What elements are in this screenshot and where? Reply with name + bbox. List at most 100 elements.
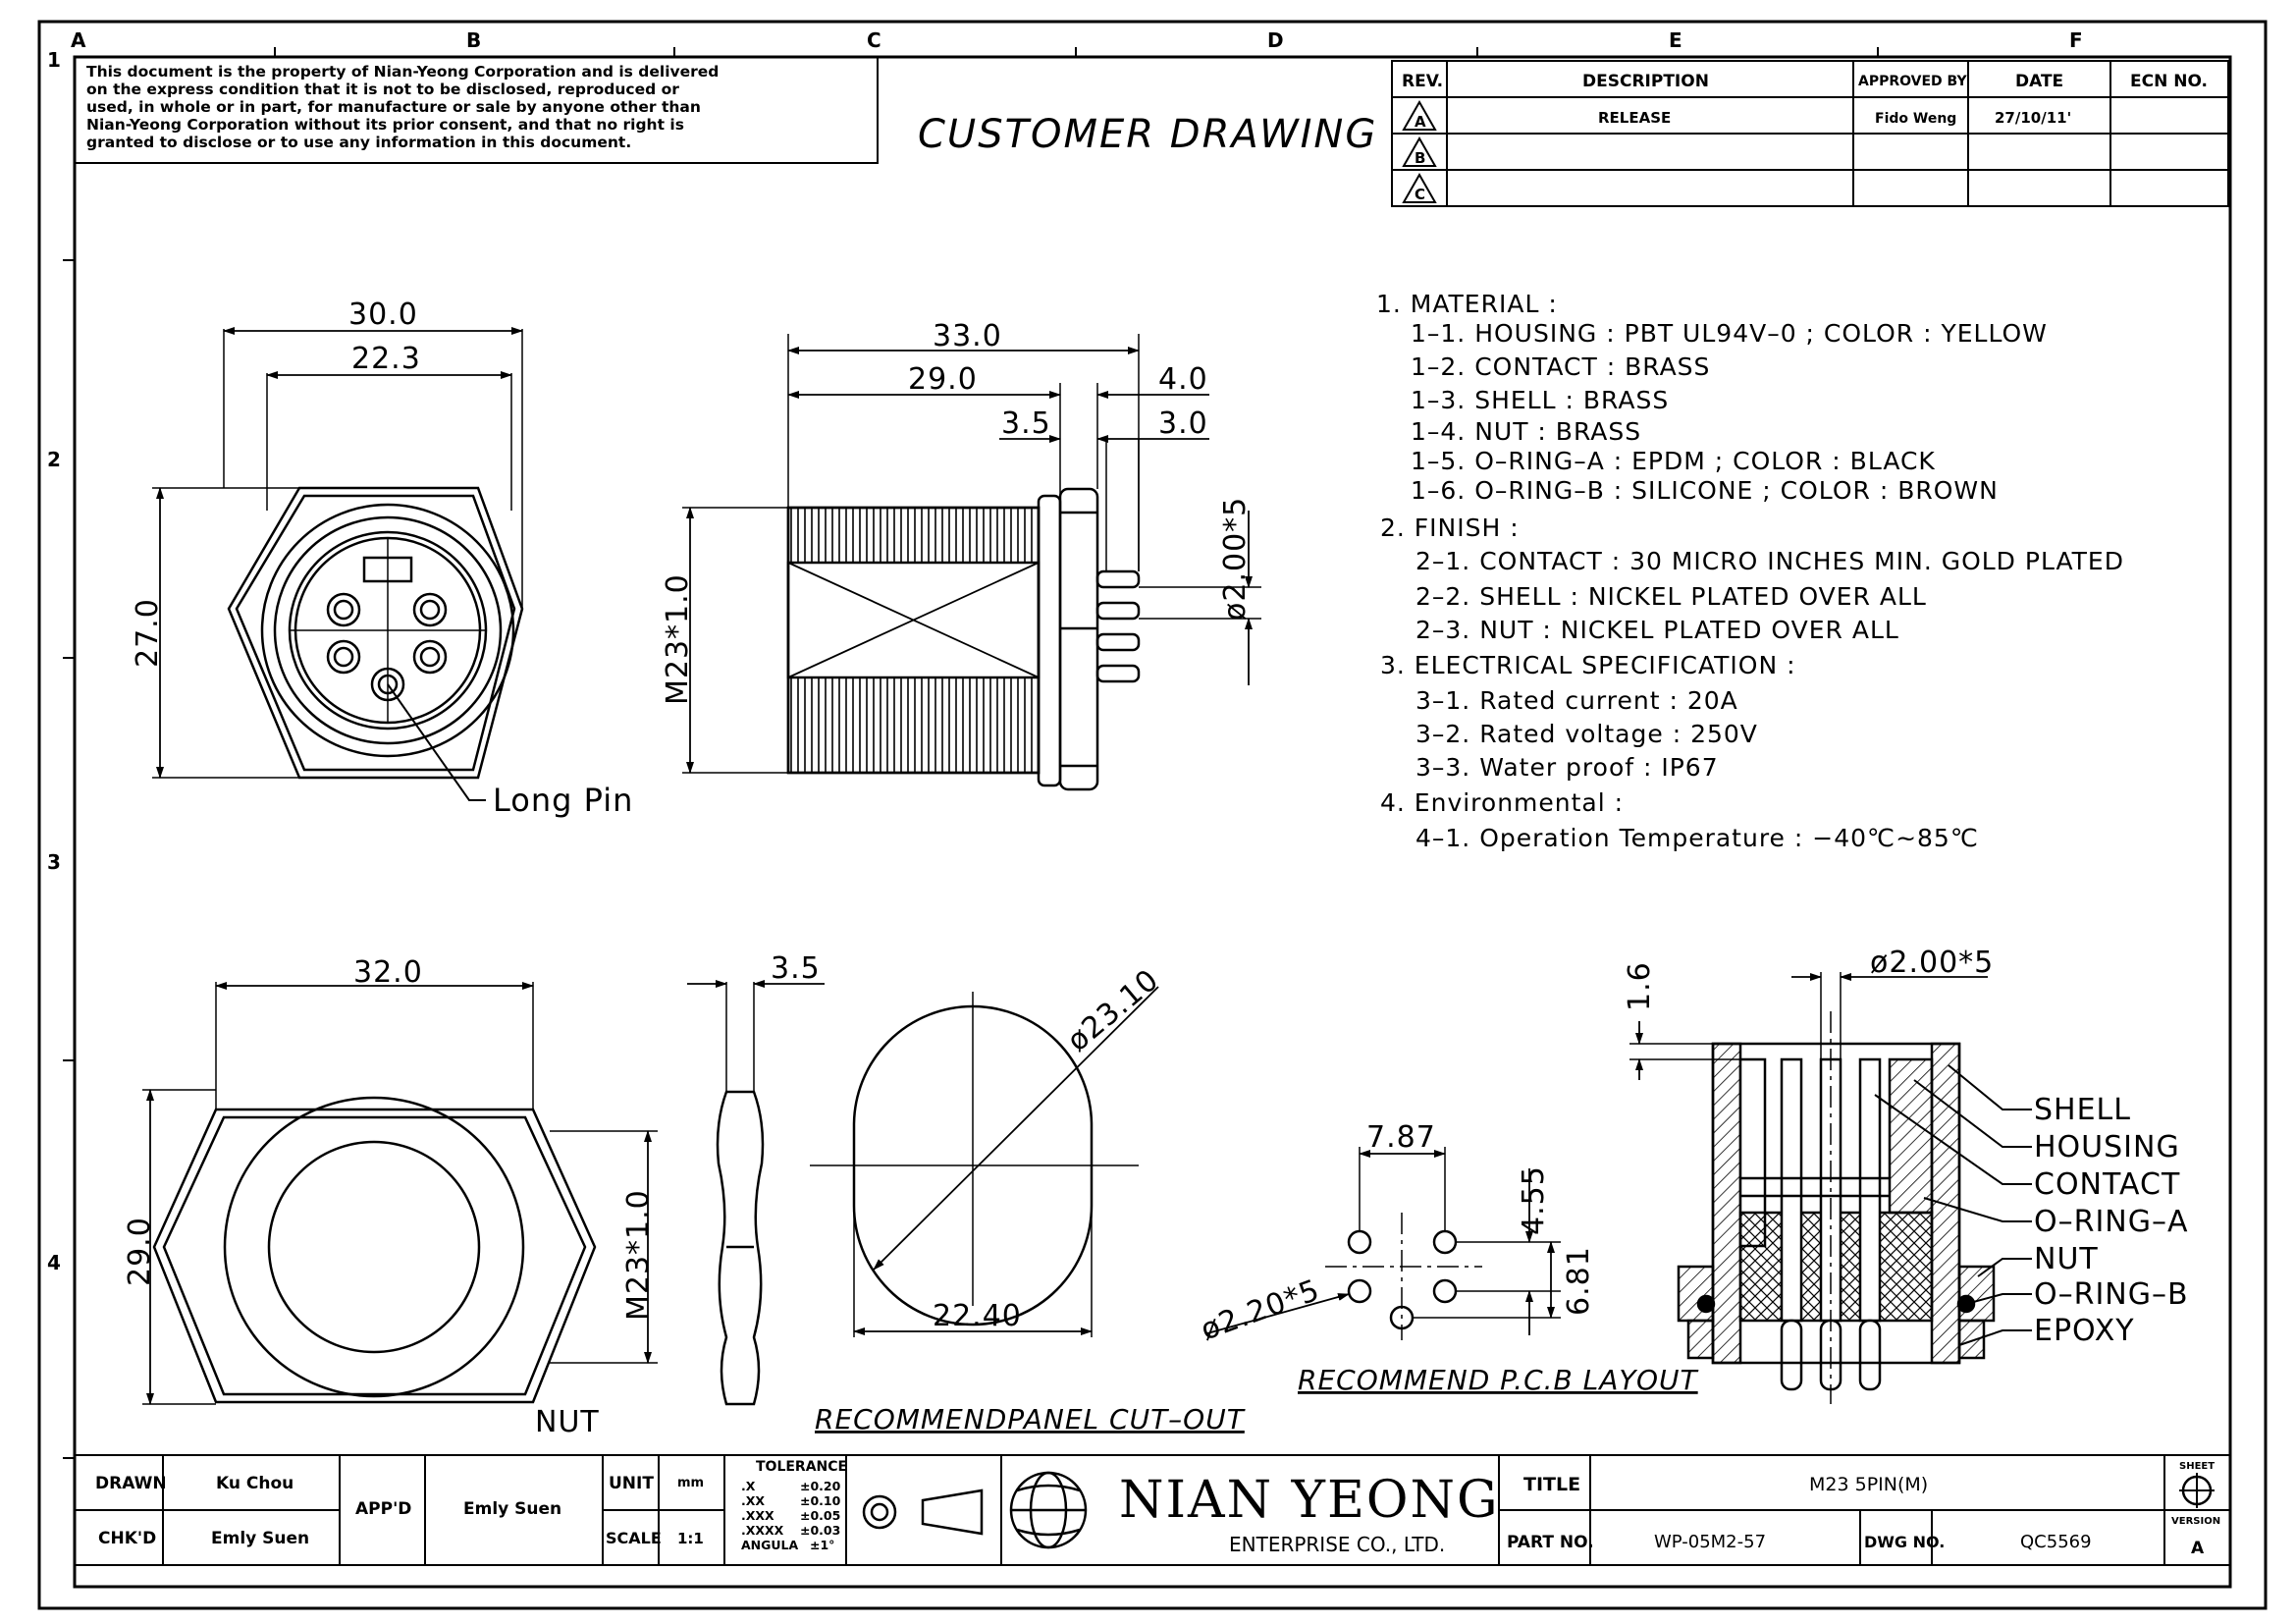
rev-a-date: 27/10/11'	[1995, 109, 2071, 127]
revision-table	[1391, 60, 2229, 207]
callout-shell: SHELL	[2034, 1093, 2131, 1127]
spec-line-14: 3–2. Rated voltage : 250V	[1415, 720, 1758, 748]
zone-col-c: C	[867, 28, 881, 52]
tb-tol-k3: .XXX	[741, 1508, 774, 1523]
rev-a-description: RELEASE	[1598, 109, 1671, 127]
spec-line-3: 1–2. CONTACT : BRASS	[1411, 352, 1710, 381]
tb-tol-v5: ±1°	[810, 1538, 834, 1552]
spec-line-8: 2. FINISH :	[1380, 514, 1520, 542]
nut-side-view	[687, 980, 825, 1406]
tb-tol-k5: ANGULA	[741, 1538, 799, 1552]
tb-scale-label: SCALE	[606, 1529, 662, 1547]
disclaimer-line-2: on the express condition that it is not …	[86, 81, 679, 98]
zone-col-a: A	[71, 28, 86, 52]
side-dim-total: 33.0	[933, 319, 1002, 353]
spec-line-6: 1–5. O–RING–A : EPDM ; COLOR : BLACK	[1411, 447, 1936, 475]
callout-contact: CONTACT	[2034, 1167, 2180, 1202]
disclaimer-line-5: granted to disclose or to use any inform…	[86, 134, 631, 151]
tb-tol-k1: .X	[741, 1479, 756, 1493]
rev-header-ecn: ECN NO.	[2130, 72, 2208, 91]
border-zones: A B C D E F 1 2 3 4	[47, 28, 2083, 1459]
pcb-dim-hole: ø2.20*5	[1197, 1272, 1325, 1347]
title-block	[74, 1454, 2231, 1566]
side-dim-pin-dia: ø2.00*5	[1218, 497, 1253, 621]
tb-version-label: VERSION	[2171, 1516, 2220, 1527]
spec-line-2: 1–1. HOUSING : PBT UL94V–0 ; COLOR : YEL…	[1411, 319, 2048, 348]
pcb-dim-x: 7.87	[1366, 1120, 1436, 1155]
tb-chkd-label: CHK'D	[98, 1529, 156, 1548]
zone-col-d: D	[1267, 28, 1284, 52]
spec-line-7: 1–6. O–RING–B : SILICONE ; COLOR : BROWN	[1411, 476, 1999, 505]
tb-drawn-label: DRAWN	[95, 1474, 167, 1493]
spec-line-17: 4–1. Operation Temperature : −40℃~85℃	[1415, 824, 1979, 852]
rev-header-description: DESCRIPTION	[1582, 72, 1709, 91]
zone-row-3: 3	[47, 850, 61, 874]
spec-line-9: 2–1. CONTACT : 30 MICRO INCHES MIN. GOLD…	[1415, 547, 2124, 575]
tb-tol-k2: .XX	[741, 1493, 765, 1508]
tb-tol-v3: ±0.05	[800, 1508, 840, 1523]
nut-dim-thickness: 3.5	[771, 951, 821, 986]
side-dim-thread-size: M23*1.0	[661, 573, 695, 705]
tb-unit-value: mm	[677, 1476, 704, 1490]
callout-epoxy: EPOXY	[2034, 1314, 2135, 1348]
zone-row-2: 2	[47, 448, 61, 471]
zone-row-4: 4	[47, 1251, 61, 1274]
cutout-dim-flat: 22.40	[933, 1299, 1022, 1333]
rev-a-letter: A	[1415, 113, 1426, 131]
pcb-label: RECOMMEND P.C.B LAYOUT	[1298, 1364, 1699, 1396]
tb-unit-label: UNIT	[609, 1474, 654, 1493]
front-dim-height: 27.0	[131, 598, 165, 668]
front-dim-inner-width: 22.3	[351, 342, 421, 376]
tb-appd-label: APP'D	[355, 1499, 411, 1519]
nut-label: NUT	[535, 1405, 600, 1439]
callout-oring-a: O–RING–A	[2034, 1205, 2189, 1239]
tb-company: NIAN YEONG	[1119, 1471, 1500, 1530]
nut-dim-thread: M23*1.0	[621, 1189, 656, 1321]
spec-line-5: 1–4. NUT : BRASS	[1411, 417, 1641, 446]
front-long-pin-callout: Long Pin	[493, 782, 633, 819]
tb-chkd-by: Emly Suen	[211, 1529, 309, 1548]
front-view	[152, 327, 524, 801]
zone-col-e: E	[1669, 28, 1682, 52]
tb-title-label: TITLE	[1523, 1474, 1580, 1495]
tb-company-sub: ENTERPRISE CO., LTD.	[1229, 1533, 1445, 1556]
callout-housing: HOUSING	[2034, 1130, 2180, 1164]
panel-cutout	[810, 986, 1159, 1337]
nut-dim-width: 32.0	[353, 955, 423, 990]
disclaimer-line-1: This document is the property of Nian-Ye…	[86, 63, 719, 81]
pcb-dim-y1: 4.55	[1517, 1165, 1551, 1235]
tb-part-value: WP-05M2-57	[1654, 1532, 1766, 1552]
rev-b-letter: B	[1415, 149, 1425, 167]
globe-icon	[1009, 1471, 1088, 1549]
pcb-dim-y2: 6.81	[1562, 1246, 1596, 1316]
sheet-frame	[37, 20, 2268, 1610]
tb-drawn-by: Ku Chou	[216, 1474, 294, 1493]
rev-header-date: DATE	[2015, 72, 2063, 91]
nut-dim-height: 29.0	[123, 1217, 157, 1286]
tb-scale-value: 1:1	[677, 1530, 704, 1547]
spec-line-13: 3–1. Rated current : 20A	[1415, 686, 1738, 715]
rev-triangles	[1402, 99, 1437, 203]
tb-appd-by: Emly Suen	[463, 1499, 561, 1519]
pcb-layout	[1206, 1147, 1561, 1340]
callout-oring-b: O–RING–B	[2034, 1277, 2189, 1312]
disclaimer-box: This document is the property of Nian-Ye…	[74, 56, 879, 164]
side-dim-nut: 3.5	[1001, 406, 1051, 441]
specifications: 1. MATERIAL : 1–1. HOUSING : PBT UL94V–0…	[1376, 290, 2124, 852]
tb-tol-k4: .XXXX	[741, 1523, 784, 1538]
tb-tol-v1: ±0.20	[800, 1479, 841, 1493]
side-dim-pin: 3.0	[1158, 406, 1208, 441]
section-view	[1677, 1011, 1996, 1404]
tb-part-label: PART NO.	[1507, 1533, 1594, 1552]
zone-col-b: B	[466, 28, 481, 52]
drawing-title: CUSTOMER DRAWING	[918, 112, 1377, 157]
spec-line-4: 1–3. SHELL : BRASS	[1411, 386, 1669, 414]
disclaimer-line-3: used, in whole or in part, for manufactu…	[86, 98, 701, 116]
side-view	[682, 334, 1261, 791]
section-dim-top: 1.6	[1623, 961, 1657, 1011]
front-dim-outer-width: 30.0	[348, 298, 418, 332]
spec-line-10: 2–2. SHELL : NICKEL PLATED OVER ALL	[1415, 582, 1927, 611]
spec-line-11: 2–3. NUT : NICKEL PLATED OVER ALL	[1415, 616, 1899, 644]
tb-tol-v4: ±0.03	[800, 1523, 840, 1538]
section-dims	[1629, 972, 2032, 1346]
